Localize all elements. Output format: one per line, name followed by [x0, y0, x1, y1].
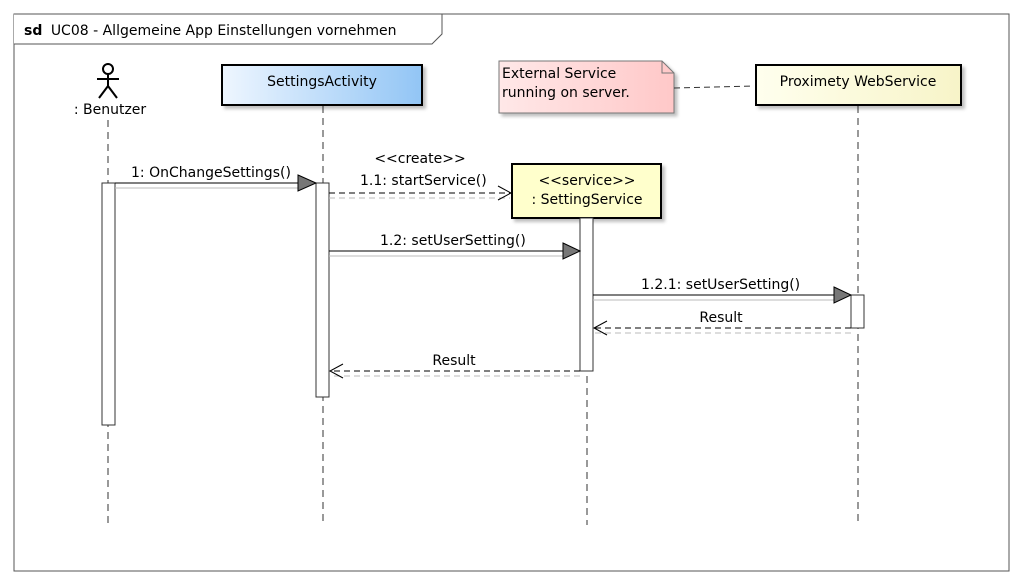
actor-label: : Benutzer	[74, 102, 147, 118]
note-line-1: External Service	[502, 66, 616, 82]
frame-title: UC08 - Allgemeine App Einstellungen vorn…	[51, 23, 397, 39]
note-line-2: running on server.	[502, 85, 630, 101]
open-arrowhead-icon	[328, 363, 344, 379]
arrowhead-icon	[833, 286, 853, 304]
return-label: Result	[432, 353, 476, 369]
participant-setting-service[interactable]	[511, 163, 662, 219]
actor-benutzer[interactable]	[97, 63, 119, 99]
note-external-service[interactable]	[498, 60, 675, 114]
arrowhead-icon	[297, 174, 318, 192]
actor-icon	[102, 63, 114, 75]
message-set-user-setting[interactable]	[329, 242, 582, 260]
activation-settings-activity	[315, 182, 330, 398]
message-label: 1.2: setUserSetting()	[380, 233, 526, 249]
note-connector	[673, 85, 755, 89]
svg-text:sd UC08 - Allgemeine App: sd UC08 - Allgemeine App Einstellungen v…	[24, 23, 397, 39]
message-stereotype: <<create>>	[374, 151, 465, 167]
activations	[101, 182, 865, 426]
activation-setting-service	[579, 217, 594, 372]
return-label: Result	[699, 310, 743, 326]
participant-stereotype: <<service>>	[538, 173, 635, 189]
arrowhead-icon	[562, 242, 582, 260]
participant-label: : SettingService	[531, 192, 642, 208]
participant-settings-activity[interactable]	[221, 64, 423, 106]
message-on-change-settings[interactable]	[115, 174, 318, 192]
return-result-service[interactable]	[328, 363, 580, 379]
message-start-service[interactable]	[329, 185, 513, 201]
activation-webservice	[850, 294, 865, 329]
message-set-user-setting-web[interactable]	[593, 286, 853, 304]
open-arrowhead-icon	[592, 320, 608, 336]
message-label: 1.1: startService()	[360, 173, 487, 189]
diagram-frame: sd UC08 - Allgemeine App Einstellungen v…	[13, 13, 1010, 572]
participant-webservice[interactable]	[755, 64, 962, 106]
participant-label: Proximety WebService	[780, 74, 937, 90]
activation-benutzer	[101, 182, 116, 426]
open-arrowhead-icon	[497, 185, 513, 201]
frame-keyword: sd	[24, 23, 42, 39]
message-label: 1: OnChangeSettings()	[131, 165, 291, 181]
return-result-web[interactable]	[592, 320, 851, 336]
participant-label: SettingsActivity	[267, 74, 377, 90]
message-label: 1.2.1: setUserSetting()	[641, 277, 800, 293]
